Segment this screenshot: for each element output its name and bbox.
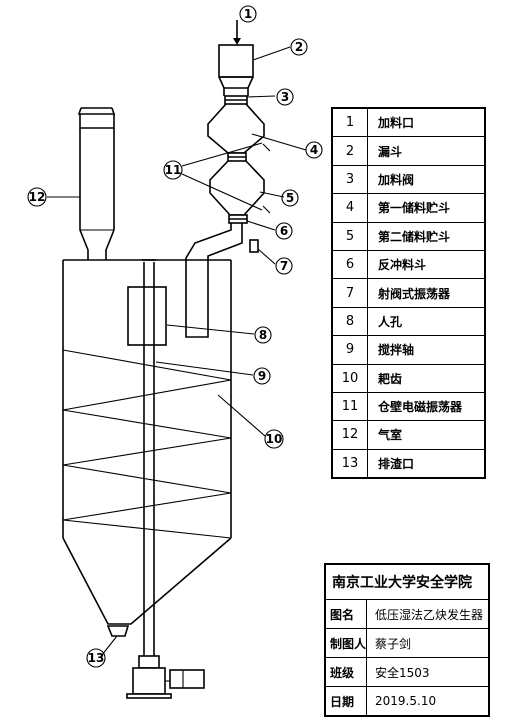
jet-valve-vibrator (249, 239, 259, 253)
svg-text:9: 9 (258, 369, 266, 383)
svg-text:12: 12 (29, 190, 46, 204)
callout-4: 4 (305, 141, 323, 159)
manhole (127, 286, 167, 346)
svg-text:7: 7 (280, 259, 288, 273)
first-storage-bin (207, 103, 265, 154)
callout-13: 13 (86, 648, 106, 668)
feed-tower (185, 20, 271, 338)
stirring-shaft (126, 259, 205, 699)
callout-3: 3 (276, 88, 294, 106)
svg-text:5: 5 (286, 191, 294, 205)
callout-5: 5 (281, 189, 299, 207)
motor-base (132, 667, 166, 695)
callout-11: 11 (163, 160, 183, 180)
callout-10: 10 (264, 429, 284, 449)
leader-lines (47, 46, 307, 656)
callout-7: 7 (275, 257, 293, 275)
svg-text:4: 4 (310, 143, 318, 157)
titleblock-row: 班级安全1503 (324, 657, 490, 687)
school-name: 南京工业大学安全学院 (324, 563, 490, 600)
hopper (218, 44, 254, 78)
slag-outlet (106, 625, 130, 637)
titleblock-row: 图名低压湿法乙炔发生器 (324, 599, 490, 629)
svg-text:13: 13 (88, 651, 105, 665)
svg-text:11: 11 (165, 163, 182, 177)
svg-text:8: 8 (259, 328, 267, 342)
callout-1: 1 (239, 5, 257, 23)
svg-text:2: 2 (295, 40, 303, 54)
callout-8: 8 (254, 326, 272, 344)
callout-2: 2 (290, 38, 308, 56)
rake-teeth (62, 349, 232, 539)
title-block: 南京工业大学安全学院 图名低压湿法乙炔发生器 制图人蔡子剑 班级安全1503 日… (324, 563, 490, 717)
svg-text:1: 1 (244, 7, 252, 21)
titleblock-row: 制图人蔡子剑 (324, 628, 490, 658)
svg-text:3: 3 (281, 90, 289, 104)
callout-6: 6 (275, 222, 293, 240)
callout-12: 12 (27, 187, 47, 207)
motor (169, 669, 205, 689)
gas-chamber (77, 107, 116, 260)
svg-text:10: 10 (266, 432, 283, 446)
svg-text:6: 6 (280, 224, 288, 238)
callout-9: 9 (253, 367, 271, 385)
generator-vessel (62, 259, 232, 637)
